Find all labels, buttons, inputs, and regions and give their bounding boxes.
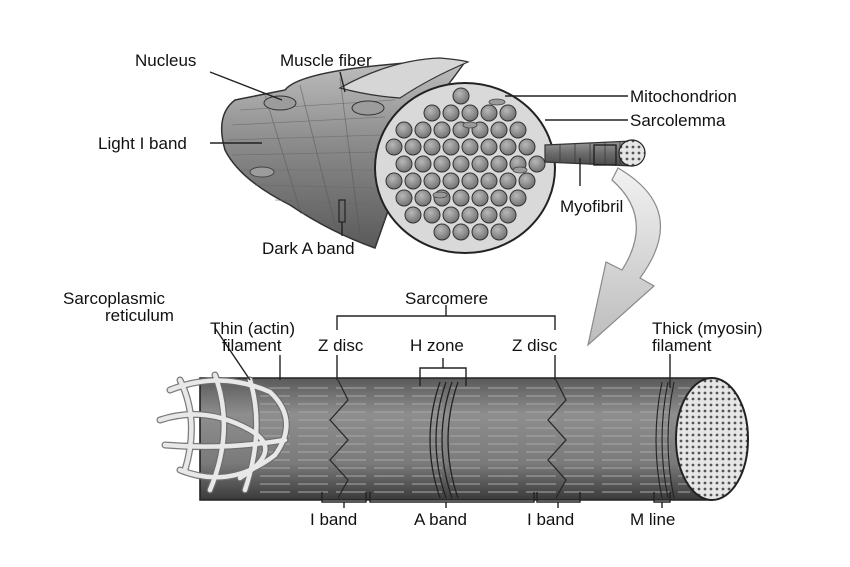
label-thin-filament-line1: Thin (actin) — [210, 319, 295, 338]
label-m-line: M line — [630, 510, 675, 529]
leader-lines — [209, 71, 671, 508]
label-z-disc-right: Z disc — [512, 336, 558, 355]
labels: Nucleus Muscle fiber Mitochondrion Sarco… — [63, 51, 763, 529]
label-nucleus: Nucleus — [135, 51, 196, 70]
label-light-i-band: Light I band — [98, 134, 187, 153]
label-dark-a-band: Dark A band — [262, 239, 355, 258]
label-sarcolemma: Sarcolemma — [630, 111, 726, 130]
label-z-disc-left: Z disc — [318, 336, 364, 355]
label-mitochondrion: Mitochondrion — [630, 87, 737, 106]
myofibril-bundle-illustration — [156, 371, 749, 501]
label-i-band-left: I band — [310, 510, 357, 529]
label-h-zone: H zone — [410, 336, 464, 355]
muscle-fiber-illustration — [220, 57, 556, 254]
label-myofibril: Myofibril — [560, 197, 623, 216]
zoom-arrow — [587, 167, 662, 347]
myofibril-cross-sections — [385, 87, 546, 241]
label-sarcomere: Sarcomere — [405, 289, 488, 308]
label-thin-filament-line2: filament — [222, 336, 282, 355]
filament-lines — [260, 387, 690, 493]
label-i-band-right: I band — [527, 510, 574, 529]
label-sarcoplasmic-line2: reticulum — [105, 306, 174, 325]
label-thick-filament-line2: filament — [652, 336, 712, 355]
label-sarcoplasmic-line1: Sarcoplasmic — [63, 289, 166, 308]
extracted-myofibril — [544, 139, 646, 167]
label-muscle-fiber: Muscle fiber — [280, 51, 372, 70]
label-thick-filament-line1: Thick (myosin) — [652, 319, 763, 338]
label-a-band: A band — [414, 510, 467, 529]
